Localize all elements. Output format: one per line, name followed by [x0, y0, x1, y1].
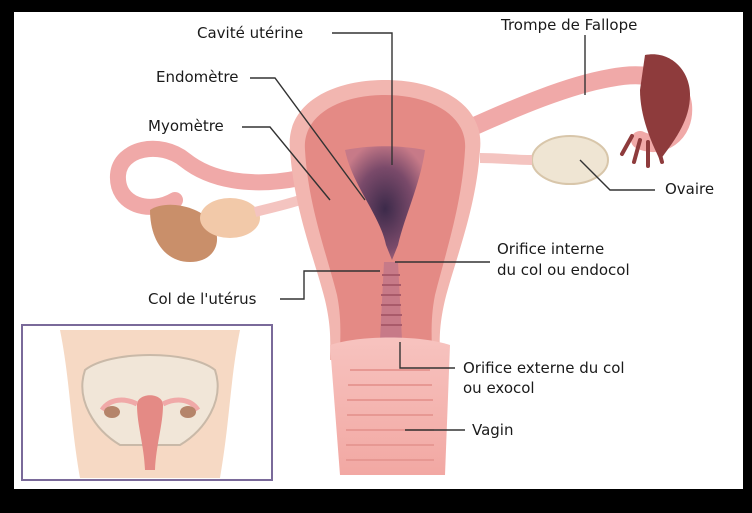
label-endometre: Endomètre [156, 68, 238, 86]
label-vagin: Vagin [472, 421, 513, 439]
label-cavite-uterine: Cavité utérine [197, 24, 303, 42]
vagina [330, 338, 450, 476]
left-fallopian-tube [118, 149, 300, 207]
label-orifice-interne-2: du col ou endocol [497, 261, 630, 279]
label-myometre: Myomètre [148, 117, 224, 135]
inset-right-ovary [180, 406, 196, 418]
label-orifice-interne-1: Orifice interne [497, 240, 604, 258]
label-trompe-de-fallope: Trompe de Fallope [500, 16, 637, 34]
left-ovary-ligament [255, 200, 300, 212]
label-orifice-externe-1: Orifice externe du col [463, 359, 625, 377]
inset-left-ovary [104, 406, 120, 418]
label-col-uterus: Col de l'utérus [148, 290, 257, 308]
label-orifice-externe-2: ou exocol [463, 379, 535, 397]
left-ovary [200, 198, 260, 238]
pelvis-inset [22, 325, 272, 480]
right-ovary-ligament [480, 158, 532, 160]
label-ovaire: Ovaire [665, 180, 714, 198]
